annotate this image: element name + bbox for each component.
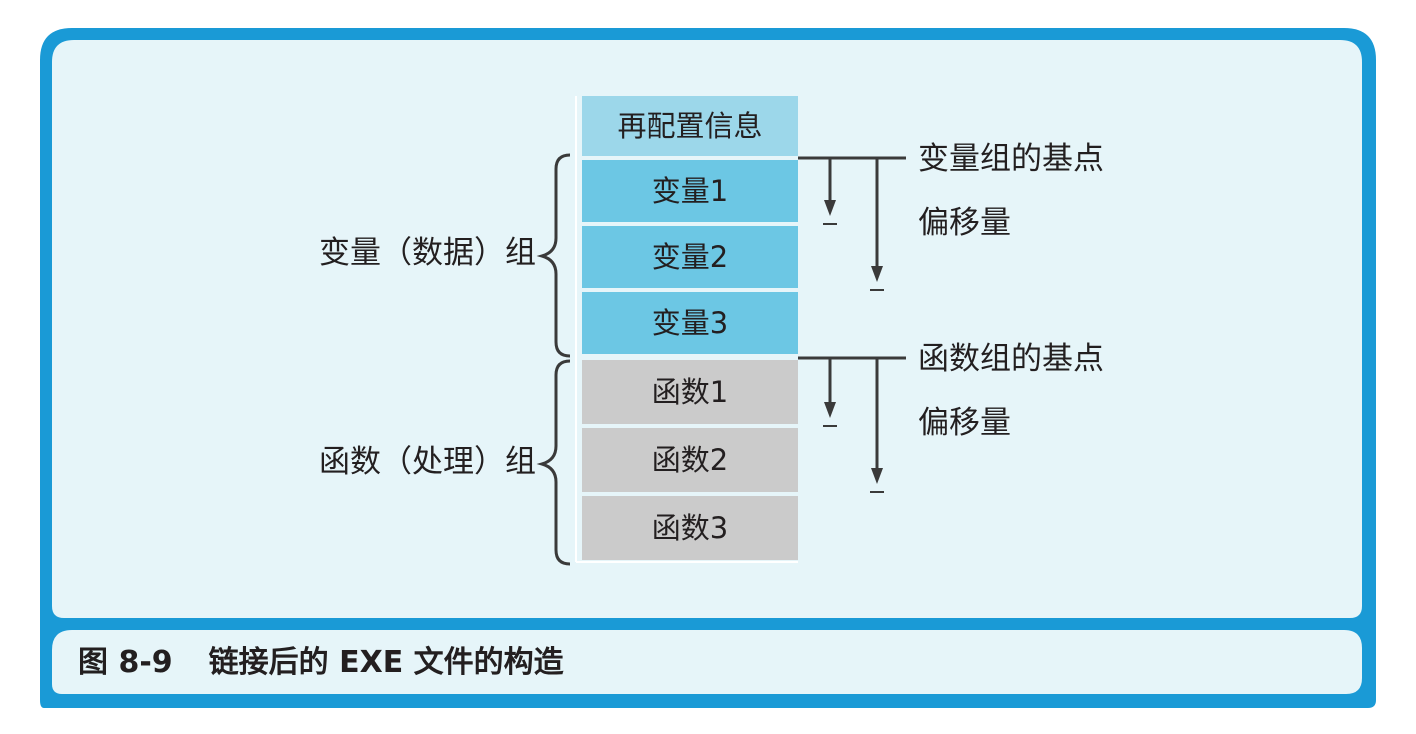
function-cell-3: 函数3 <box>582 496 798 560</box>
relocation-info-block <box>582 96 798 156</box>
variable-label-3: 变量3 <box>651 306 729 340</box>
memory-layout <box>575 96 798 563</box>
function-label-2: 函数2 <box>651 443 729 477</box>
function-block-2 <box>582 428 798 492</box>
arrowhead <box>871 266 883 282</box>
variable-group-brace <box>536 153 571 358</box>
relocation-info-label: 再配置信息 <box>617 109 763 143</box>
function-base-label: 函数组的基点 <box>918 341 1104 377</box>
variable-block-1 <box>582 160 798 222</box>
relocation-info-cell: 再配置信息 <box>582 96 798 156</box>
function-group-label: 函数（处理）组 <box>319 444 536 480</box>
function-block-1 <box>582 360 798 424</box>
function-offset-label: 偏移量 <box>918 405 1011 441</box>
variable-offset-label: 偏移量 <box>918 205 1011 241</box>
variable-cell-1: 变量1 <box>582 160 798 222</box>
caption-panel <box>52 630 1362 694</box>
figure-title: 链接后的 EXE 文件的构造 <box>208 645 564 680</box>
function-cell-2: 函数2 <box>582 428 798 492</box>
variable-label-2: 变量2 <box>651 240 729 274</box>
function-group-brace <box>536 359 571 566</box>
variable-base-label: 变量组的基点 <box>918 141 1104 177</box>
arrowhead <box>824 200 836 216</box>
variable-group-label: 变量（数据）组 <box>319 235 536 271</box>
variable-block-2 <box>582 226 798 288</box>
function-offset-arrows <box>798 356 906 493</box>
figure-number: 图 8-9 <box>78 645 173 680</box>
arrowhead <box>824 402 836 418</box>
variable-offset-arrows <box>798 156 906 291</box>
function-cell-1: 函数1 <box>582 360 798 424</box>
variable-cell-3: 变量3 <box>582 292 798 354</box>
arrowhead <box>871 468 883 484</box>
figure-caption: 图 8-9 链接后的 EXE 文件的构造 <box>78 646 564 680</box>
function-label-1: 函数1 <box>651 375 729 409</box>
variable-block-3 <box>582 292 798 354</box>
variable-cell-2: 变量2 <box>582 226 798 288</box>
function-block-3 <box>582 496 798 560</box>
function-label-3: 函数3 <box>651 511 729 545</box>
variable-label-1: 变量1 <box>651 174 729 208</box>
